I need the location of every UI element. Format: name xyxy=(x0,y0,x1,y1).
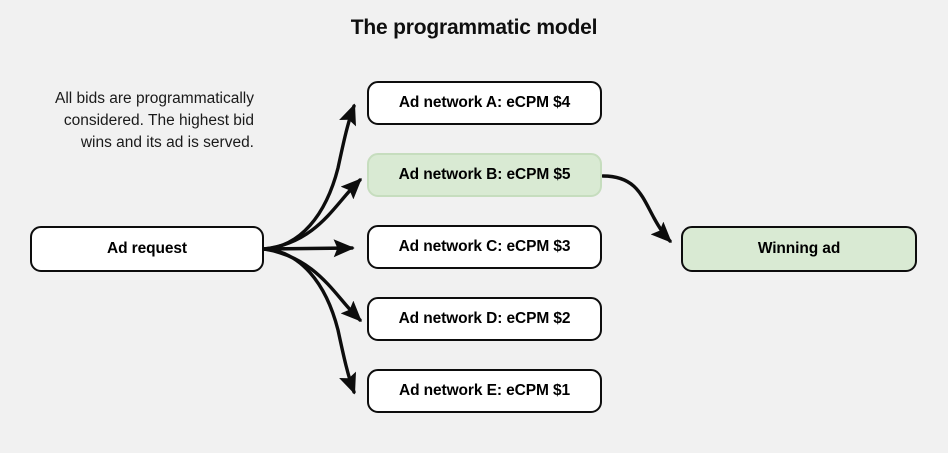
node-ad-network-a[interactable]: Ad network A: eCPM $4 xyxy=(367,81,602,125)
node-winning-ad[interactable]: Winning ad xyxy=(681,226,917,272)
node-ad-request[interactable]: Ad request xyxy=(30,226,264,272)
arrow-request-to-network-d xyxy=(262,247,362,322)
arrow-request-to-network-a xyxy=(262,103,356,251)
node-ad-network-e[interactable]: Ad network E: eCPM $1 xyxy=(367,369,602,413)
node-ad-network-d-label: Ad network D: eCPM $2 xyxy=(398,310,571,327)
node-ad-network-b-label: Ad network B: eCPM $5 xyxy=(398,166,571,183)
arrow-network-b-to-winning-ad xyxy=(601,174,672,243)
node-ad-network-b[interactable]: Ad network B: eCPM $5 xyxy=(367,153,602,197)
arrow-request-to-network-b xyxy=(262,178,362,251)
caption-text: All bids are programmatically considered… xyxy=(8,88,254,154)
node-ad-network-e-label: Ad network E: eCPM $1 xyxy=(398,382,571,399)
arrow-request-to-network-e xyxy=(262,247,356,395)
arrow-request-to-network-c xyxy=(262,239,355,258)
node-ad-network-c[interactable]: Ad network C: eCPM $3 xyxy=(367,225,602,269)
caption-line-1: All bids are programmatically xyxy=(55,90,254,107)
caption-line-2: considered. The highest bid xyxy=(63,112,254,129)
node-ad-request-label: Ad request xyxy=(107,240,187,257)
node-ad-network-d[interactable]: Ad network D: eCPM $2 xyxy=(367,297,602,341)
node-ad-network-a-label: Ad network A: eCPM $4 xyxy=(398,94,571,111)
caption-line-3: wins and its ad is served. xyxy=(80,134,254,151)
node-winning-ad-label: Winning ad xyxy=(757,240,841,257)
page-title: The programmatic model xyxy=(350,16,598,39)
node-ad-network-c-label: Ad network C: eCPM $3 xyxy=(398,238,571,255)
